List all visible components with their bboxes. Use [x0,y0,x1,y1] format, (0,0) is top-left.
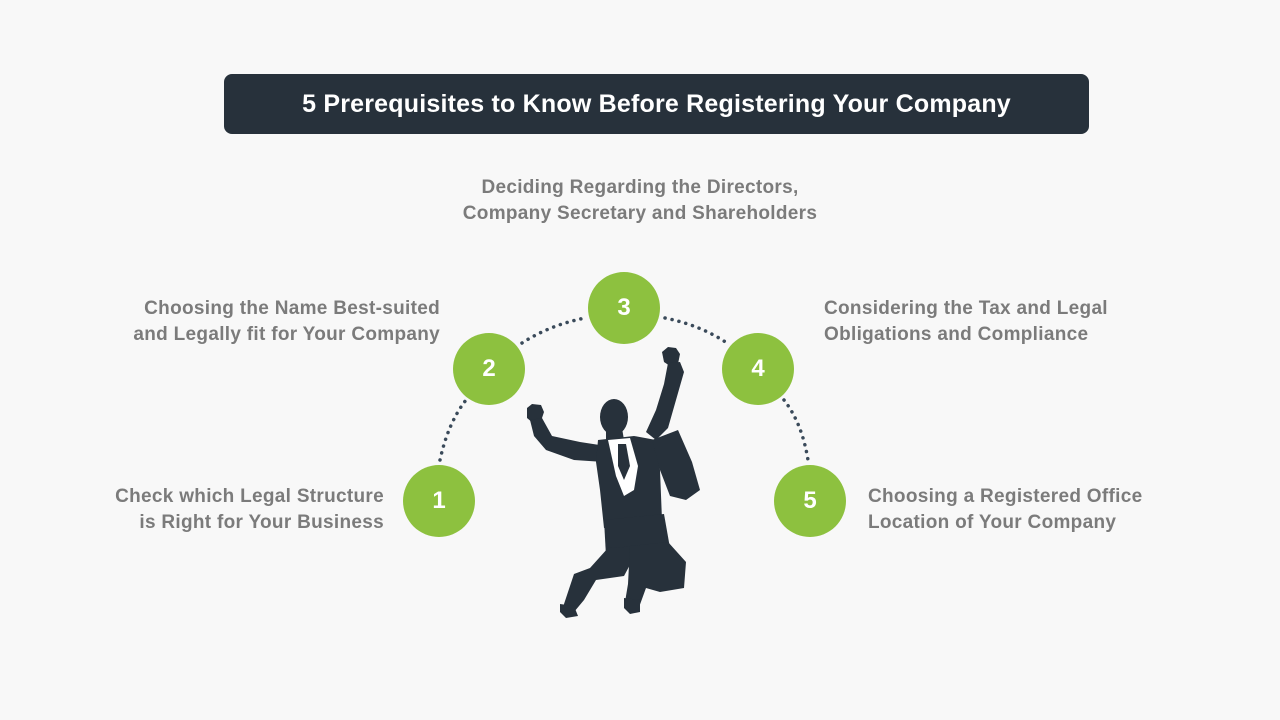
step-1-label: Check which Legal Structure is Right for… [115,486,384,533]
connector-1-2 [438,398,468,462]
step-5-circle: 5 [774,465,846,537]
step-4-circle: 4 [722,333,794,405]
step-4-label: Considering the Tax and Legal Obligation… [824,298,1108,345]
connector-2-3 [520,316,587,345]
step-3-label: Deciding Regarding the Directors, Compan… [462,177,818,224]
step-5-label: Choosing a Registered Office Location of… [868,486,1143,533]
step-2-circle: 2 [453,333,525,405]
jumping-businessman-icon [527,347,700,618]
step-3-circle: 3 [588,272,660,344]
connector-4-5 [782,398,810,462]
title-bar: 5 Prerequisites to Know Before Registeri… [224,74,1089,134]
step-1-circle: 1 [403,465,475,537]
step-2-label: Choosing the Name Best-suited and Legall… [133,298,440,345]
slide-title: 5 Prerequisites to Know Before Registeri… [302,89,1011,118]
connector-3-4 [663,316,729,345]
